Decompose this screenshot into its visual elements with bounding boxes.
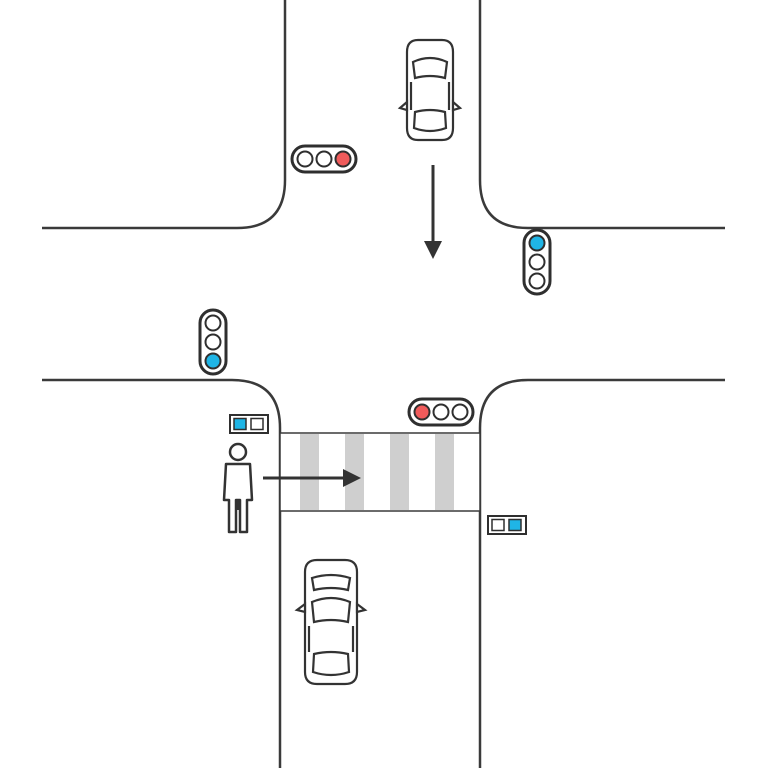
traffic-light-top-horizontal <box>290 144 358 174</box>
lamp-red <box>413 403 431 421</box>
lamp-blue <box>528 234 546 252</box>
pedestrian-signal-far <box>487 515 527 535</box>
crosswalk <box>279 432 481 512</box>
ped-lamp-blue <box>233 417 247 431</box>
traffic-light-right-vertical <box>522 228 552 296</box>
lamp-blue <box>204 352 222 370</box>
road-edge-bottom-left <box>42 378 282 768</box>
road-edge-top-right <box>478 0 725 230</box>
crosswalk-stripe <box>345 434 364 510</box>
lamp-off <box>204 333 222 351</box>
crosswalk-stripe <box>435 434 454 510</box>
lamp-red <box>334 150 352 168</box>
ped-lamp-off <box>250 417 264 431</box>
traffic-light-bottom-horizontal <box>407 397 475 427</box>
traffic-light-left-vertical <box>198 308 228 376</box>
pedestrian-icon <box>222 442 254 534</box>
lamp-off <box>204 314 222 332</box>
ped-lamp-off <box>491 518 505 532</box>
pedestrian-signal-near <box>229 414 269 434</box>
lamp-off <box>528 272 546 290</box>
lamp-off <box>528 253 546 271</box>
road-edge-bottom-right <box>478 378 725 768</box>
road-edge-top-left <box>42 0 287 230</box>
lamp-off <box>432 403 450 421</box>
car-south-icon <box>294 558 368 686</box>
car-north-icon <box>397 38 463 142</box>
crosswalk-stripe <box>390 434 409 510</box>
lamp-off <box>296 150 314 168</box>
lamp-off <box>451 403 469 421</box>
road-edges <box>42 0 725 768</box>
lamp-off <box>315 150 333 168</box>
crosswalk-stripe <box>300 434 319 510</box>
ped-lamp-blue <box>508 518 522 532</box>
